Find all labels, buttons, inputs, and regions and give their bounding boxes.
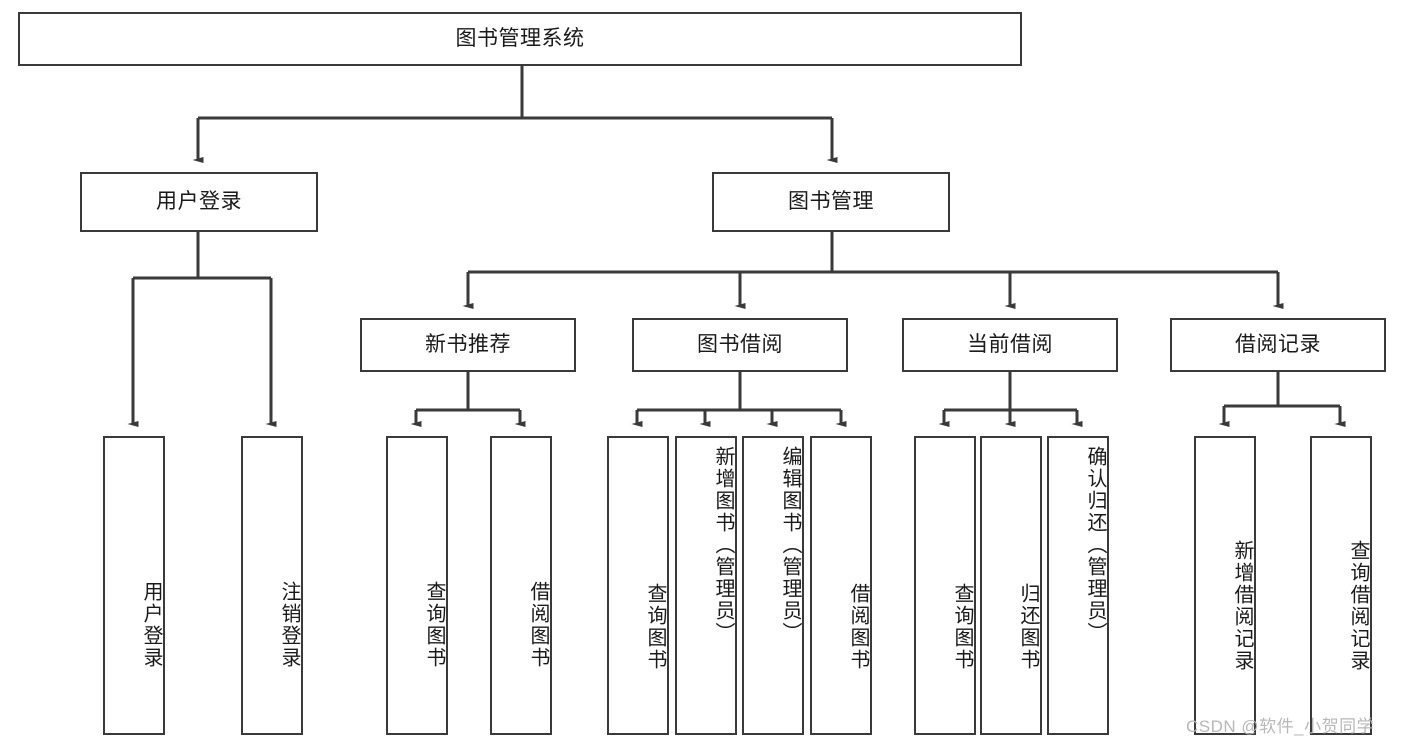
node-current-borrow[interactable]: 当前借阅	[902, 318, 1118, 372]
node-leaf-return-book-label: 归还图书	[1017, 582, 1039, 671]
node-book-borrow[interactable]: 图书借阅	[632, 318, 848, 372]
node-root-system[interactable]: 图书管理系统	[18, 12, 1022, 66]
node-leaf-borrow-book-2-label: 借阅图书	[847, 582, 869, 671]
node-book-borrow-label: 图书借阅	[697, 333, 783, 357]
node-borrow-record-label: 借阅记录	[1235, 333, 1321, 357]
node-new-book-recommend-label: 新书推荐	[425, 333, 511, 357]
node-root-system-label: 图书管理系统	[455, 27, 585, 51]
node-leaf-logout-login[interactable]: 注销登录	[241, 436, 303, 735]
node-book-management[interactable]: 图书管理	[712, 172, 950, 232]
node-leaf-edit-book-label: 编辑图书（管理员）	[779, 446, 801, 644]
node-leaf-confirm-return-label: 确认归还（管理员）	[1084, 446, 1106, 644]
node-leaf-confirm-return[interactable]: 确认归还（管理员）	[1047, 436, 1109, 735]
node-leaf-user-login-label: 用户登录	[140, 580, 162, 669]
node-leaf-query-book-2[interactable]: 查询图书	[607, 436, 669, 735]
node-leaf-add-record[interactable]: 新增借阅记录	[1194, 436, 1256, 735]
node-user-login[interactable]: 用户登录	[80, 172, 318, 232]
node-user-login-label: 用户登录	[156, 190, 242, 214]
node-leaf-logout-login-label: 注销登录	[278, 580, 300, 669]
node-leaf-query-book-3-label: 查询图书	[951, 582, 973, 671]
node-leaf-borrow-book-1-label: 借阅图书	[527, 580, 549, 669]
node-leaf-query-book-1-label: 查询图书	[423, 580, 445, 669]
node-leaf-query-book-2-label: 查询图书	[644, 582, 666, 671]
node-leaf-borrow-book-1[interactable]: 借阅图书	[490, 436, 552, 735]
node-current-borrow-label: 当前借阅	[967, 333, 1053, 357]
node-leaf-add-book-label: 新增图书（管理员）	[712, 446, 734, 644]
node-leaf-query-book-1[interactable]: 查询图书	[386, 436, 448, 735]
node-book-management-label: 图书管理	[788, 190, 874, 214]
node-leaf-edit-book[interactable]: 编辑图书（管理员）	[742, 436, 804, 735]
node-leaf-borrow-book-2[interactable]: 借阅图书	[810, 436, 872, 735]
node-leaf-query-record-label: 查询借阅记录	[1347, 539, 1369, 672]
node-leaf-query-record[interactable]: 查询借阅记录	[1310, 436, 1372, 735]
node-leaf-add-record-label: 新增借阅记录	[1231, 539, 1253, 672]
node-leaf-return-book[interactable]: 归还图书	[980, 436, 1042, 735]
node-borrow-record[interactable]: 借阅记录	[1170, 318, 1386, 372]
node-leaf-add-book[interactable]: 新增图书（管理员）	[675, 436, 737, 735]
node-leaf-query-book-3[interactable]: 查询图书	[914, 436, 976, 735]
csdn-watermark: CSDN @软件_小贺同学	[1186, 717, 1375, 736]
node-new-book-recommend[interactable]: 新书推荐	[360, 318, 576, 372]
node-leaf-user-login[interactable]: 用户登录	[103, 436, 165, 735]
